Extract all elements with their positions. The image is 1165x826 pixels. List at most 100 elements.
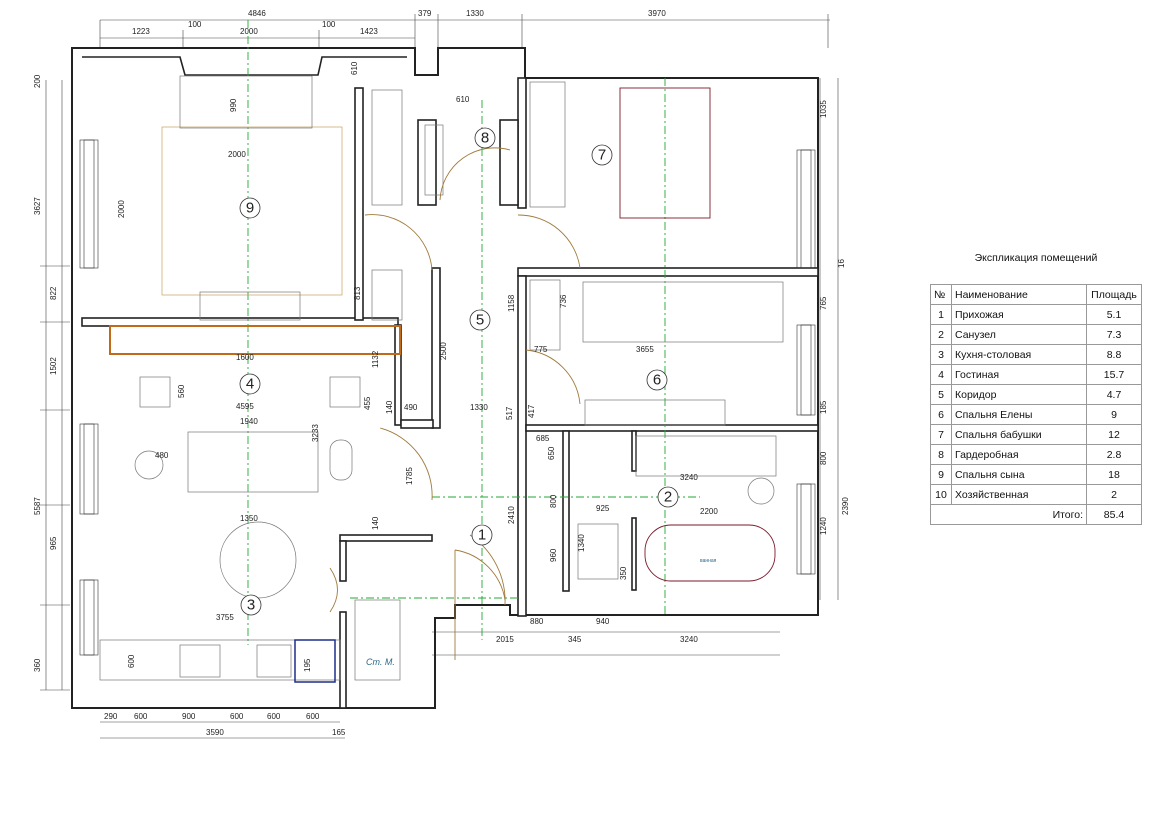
kitchen-appliance [294,639,336,683]
row-area: 15.7 [1086,364,1142,385]
room-marker-7: 7 [591,144,613,166]
dim-bottom: 600 [306,712,320,721]
dim-top: 379 [418,9,432,18]
dim-inner: 800 [549,494,558,508]
dim-bottom: 900 [182,712,196,721]
room-marker-2: 2 [657,486,679,508]
inner-dimensions: 610 990 2000 2000 610 813 1158 736 775 3… [117,61,718,672]
furniture [99,75,784,681]
header-num: № [930,284,952,305]
dim-inner: 1132 [371,350,380,368]
row-name: Спальня бабушки [951,424,1087,445]
total-value: 85.4 [1086,504,1142,525]
row-name: Санузел [951,324,1087,345]
dim-inner: 490 [404,403,418,412]
row-name: Хозяйственная [951,484,1087,505]
dim-inner: 3655 [636,345,654,354]
dim-right: 2390 [841,497,850,515]
dim-inner: 480 [155,451,169,460]
dim-inner: 600 [127,654,136,668]
dim-bottom: 600 [230,712,244,721]
dim-bottom: 600 [134,712,148,721]
dim-right: 185 [819,400,828,414]
room-marker-1: 1 [471,524,493,546]
explication-panel: Экспликация помещений № Наименование Пло… [930,252,1142,525]
living-cabinet [109,325,401,355]
dim-left: 3627 [33,197,42,215]
axis-lines [247,20,700,645]
dim-inner: 1785 [405,467,414,485]
row-area: 2 [1086,484,1142,505]
dim-inner: 560 [177,384,186,398]
row-num: 10 [930,484,952,505]
dim-bottom: 165 [332,728,346,737]
dim-inner: 925 [596,504,610,513]
room-marker-3: 3 [240,594,262,616]
dim-right: 800 [819,451,828,465]
dim-inner: 3233 [311,424,320,442]
dim-top: 1330 [466,9,484,18]
dim-inner: 880 [530,617,544,626]
dim-bottom: 600 [267,712,281,721]
dim-inner: 1600 [236,353,254,362]
row-num: 9 [930,464,952,485]
row-num: 7 [930,424,952,445]
dim-inner: 2410 [507,506,516,524]
dim-right: 1240 [819,517,828,535]
dim-inner: 960 [549,548,558,562]
dim-bottom: 3590 [206,728,224,737]
dim-bottom: 290 [104,712,118,721]
room-markers: 1 2 3 4 5 6 7 8 9 [239,127,679,616]
bath-label: ванная [700,558,717,564]
dim-inner: 140 [371,516,380,530]
room-marker-5: 5 [469,309,491,331]
row-area: 18 [1086,464,1142,485]
dimension-texts: 4846 379 1330 3970 1223 100 2000 100 142… [33,9,850,737]
header-name: Наименование [951,284,1087,305]
room-number: 5 [476,312,484,329]
row-name: Спальня Елены [951,404,1087,425]
room-number: 8 [481,130,489,147]
room-number: 2 [664,489,672,506]
row-name: Гостиная [951,364,1087,385]
dim-inner: 195 [303,658,312,672]
total-label: Итого: [930,504,1087,525]
windows [79,139,816,656]
dim-inner: 140 [385,400,394,414]
dim-inner: 736 [559,294,568,308]
dim-inner: 417 [527,404,536,418]
row-name: Коридор [951,384,1087,405]
row-area: 2.8 [1086,444,1142,465]
explication-title: Экспликация помещений [974,252,1098,264]
room-marker-6: 6 [646,369,668,391]
dim-inner: 2000 [228,150,246,159]
dim-inner: 455 [363,396,372,410]
beds [619,87,776,582]
dim-left: 200 [33,74,42,88]
dim-inner: 2015 [496,635,514,644]
room-number: 3 [247,597,255,614]
row-num: 8 [930,444,952,465]
row-area: 9 [1086,404,1142,425]
dim-inner: 1330 [470,403,488,412]
dim-left: 1502 [49,357,58,375]
dim-inner: 2200 [700,507,718,516]
dim-left: 5587 [33,497,42,515]
stove-label: Ст. М. [366,657,395,667]
dim-inner: 350 [619,566,628,580]
dim-top: 2000 [240,27,258,36]
dim-top: 100 [322,20,336,29]
dim-top-total: 4846 [248,9,266,18]
dim-inner: 3240 [680,473,698,482]
